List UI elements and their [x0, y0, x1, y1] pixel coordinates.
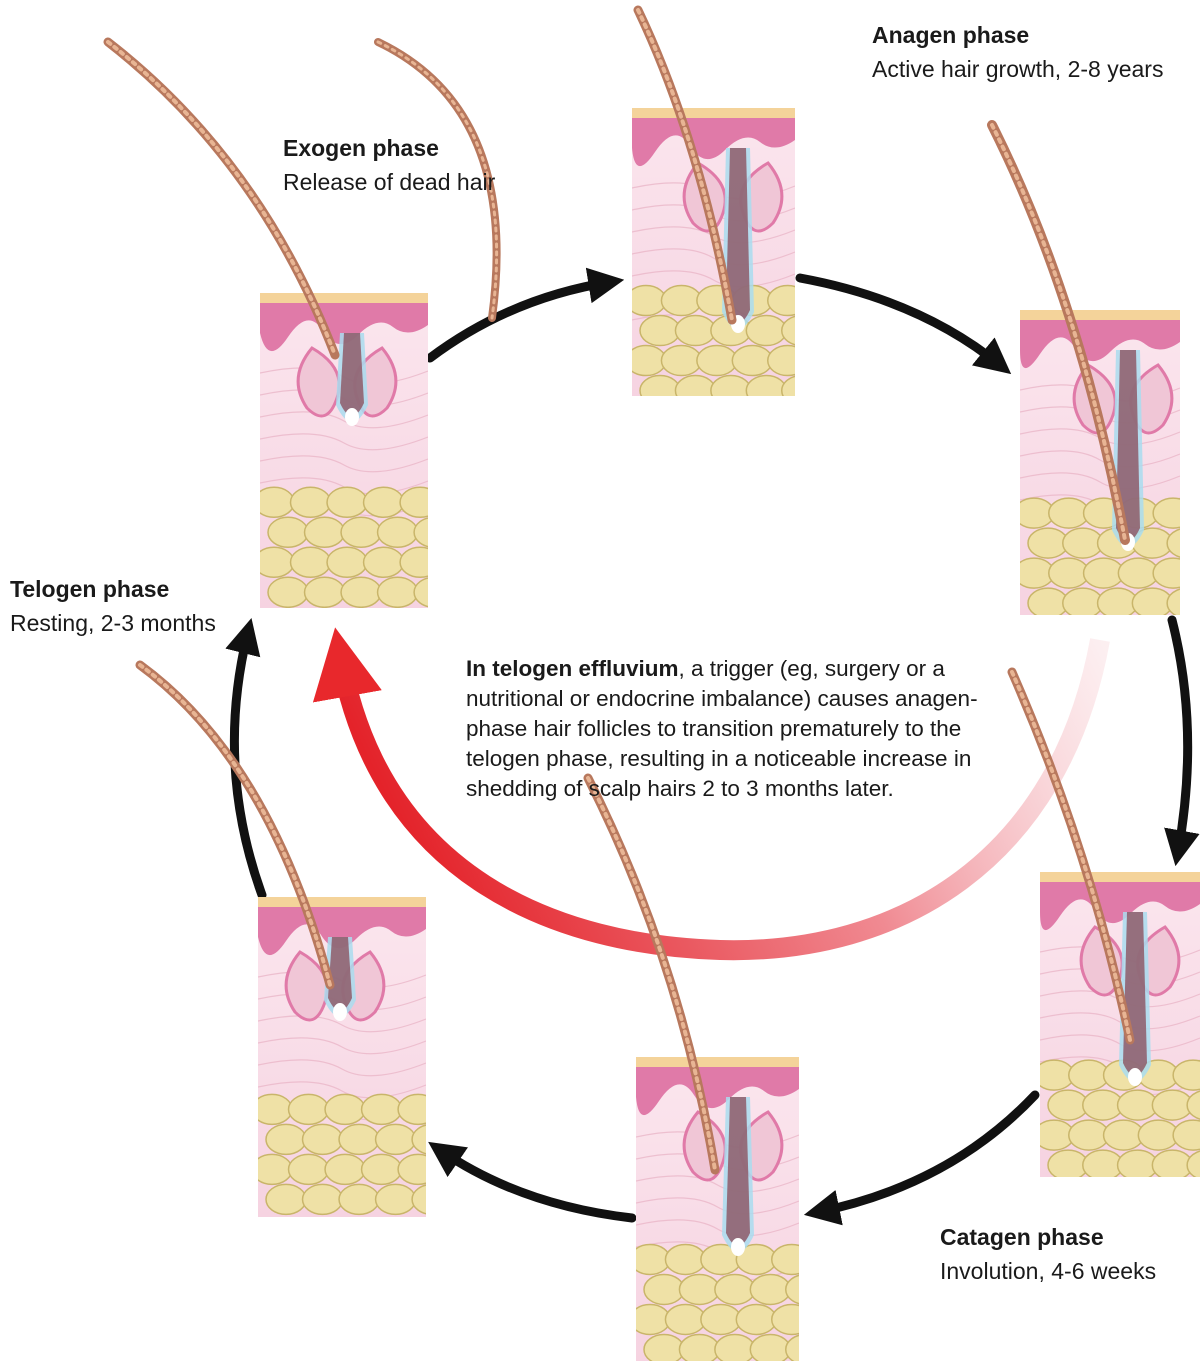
catagen-phase-description: Involution, 4-6 weeks: [940, 1254, 1156, 1288]
follicle-panel-catagen-late: [630, 1057, 826, 1361]
arrow-anagen-to-anagen-late: [800, 278, 1000, 365]
follicle-panel-telogen: [252, 897, 452, 1217]
arrow-exogen-to-anagen: [430, 282, 610, 358]
follicle-panel-exogen: [254, 293, 454, 608]
exogen-phase-label: Exogen phase Release of dead hair: [283, 131, 495, 199]
arrow-catagen-to-telogen: [440, 1150, 632, 1218]
anagen-phase-title: Anagen phase: [872, 18, 1163, 52]
telogen-phase-label: Telogen phase Resting, 2-3 months: [10, 572, 216, 640]
exogen-phase-description: Release of dead hair: [283, 165, 495, 199]
anagen-phase-description: Active hair growth, 2-8 years: [872, 52, 1163, 86]
telogen-phase-description: Resting, 2-3 months: [10, 606, 216, 640]
telogen-phase-title: Telogen phase: [10, 572, 216, 606]
catagen-phase-title: Catagen phase: [940, 1220, 1156, 1254]
arrow-catagen-to-catagen-late: [818, 1095, 1035, 1212]
catagen-phase-label: Catagen phase Involution, 4-6 weeks: [940, 1220, 1156, 1288]
follicle-panel-catagen: [1034, 872, 1200, 1180]
arrow-anagen-to-catagen: [1172, 620, 1188, 852]
telogen-effluvium-note: In telogen effluvium, a trigger (eg, sur…: [466, 654, 996, 804]
anagen-phase-label: Anagen phase Active hair growth, 2-8 yea…: [872, 18, 1163, 86]
exogen-phase-title: Exogen phase: [283, 131, 495, 165]
note-heading: In telogen effluvium: [466, 656, 679, 681]
